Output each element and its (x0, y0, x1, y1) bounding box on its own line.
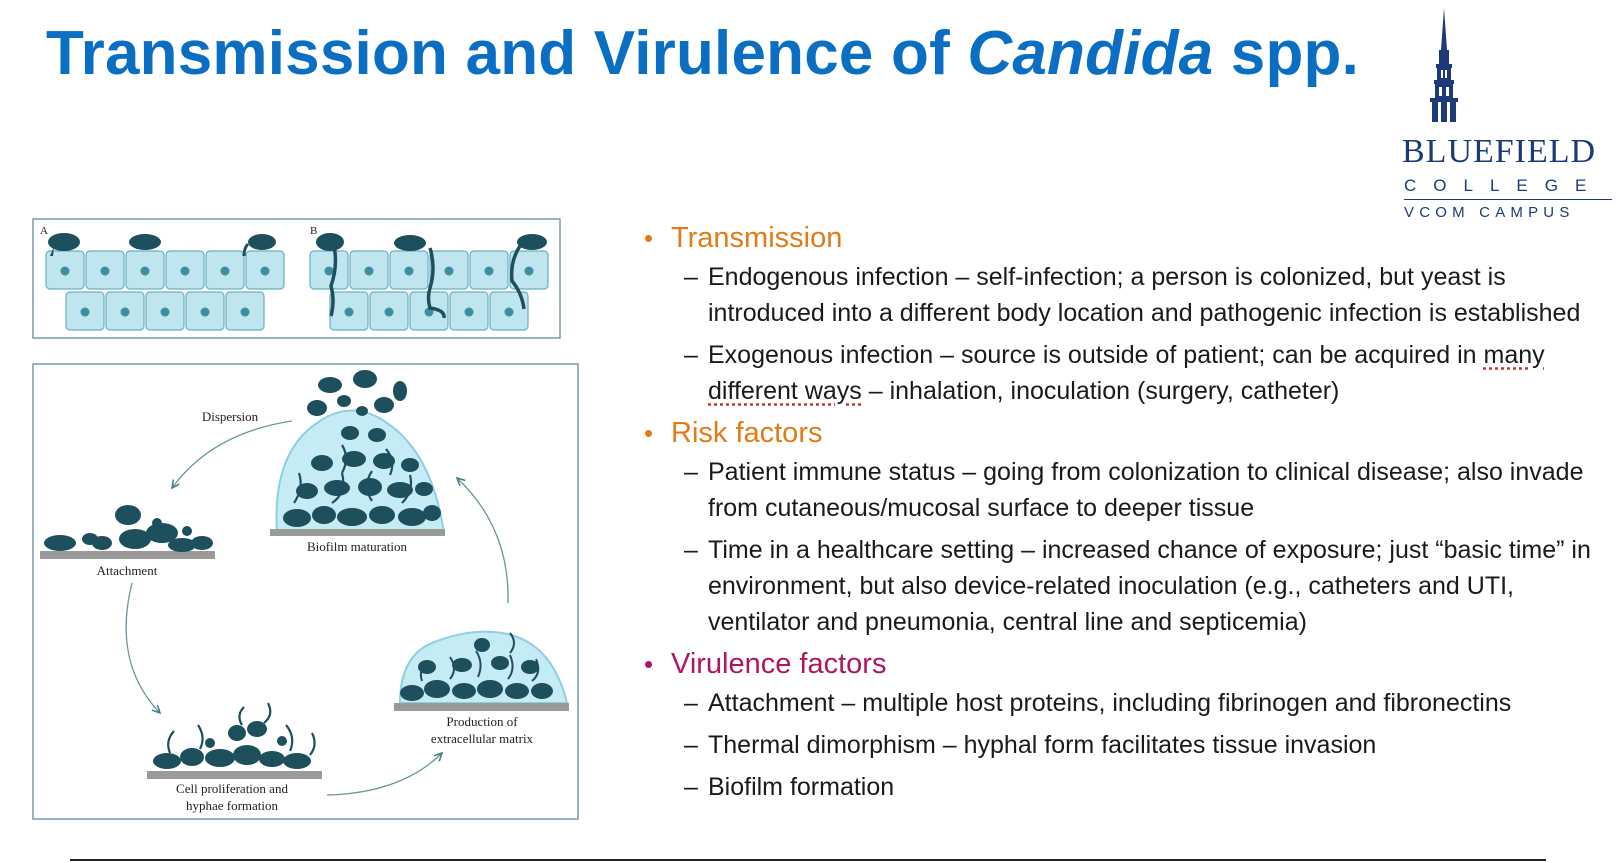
sub-bullet: –Exogenous infection – source is outside… (684, 341, 1545, 405)
cell-layer-a (45, 250, 285, 331)
cell-nucleus (364, 266, 374, 276)
cell-nucleus (524, 266, 534, 276)
matured-biofilm-cells (283, 370, 441, 527)
proliferation-cells (153, 721, 311, 769)
cell-nucleus (384, 307, 394, 317)
cell-nucleus (200, 307, 210, 317)
bullet-label: Risk factors (671, 417, 823, 449)
sub-bullet: –Endogenous infection – self-infection; … (684, 263, 1581, 327)
sub-bullet-text: – inhalation, inoculation (surgery, cath… (861, 377, 1340, 405)
cell-nucleus (60, 266, 70, 276)
bullet-label: Virulence factors (671, 648, 887, 680)
bluefield-steeple-logo-icon (1430, 8, 1458, 122)
sub-bullet-text: Exogenous infection – source is outside … (708, 341, 1484, 369)
cell-nucleus (344, 307, 354, 317)
bullet-dot-icon: • (644, 418, 654, 448)
cell-nucleus (464, 307, 474, 317)
cell-nucleus (140, 266, 150, 276)
epithelial-cells-illustration-icon: A B (32, 218, 561, 339)
title-suffix: spp. (1213, 19, 1360, 88)
bullet-dot-icon: • (644, 649, 654, 679)
sub-bullet: –Thermal dimorphism – hyphal form facili… (684, 731, 1377, 759)
bullet-risk-factors: • Risk factors (644, 415, 1614, 451)
sub-bullet-text: Time in a healthcare setting – increased… (708, 536, 1591, 636)
panel-a-label: A (40, 225, 48, 237)
title-text: Transmission and Virulence of (46, 19, 968, 88)
bullet-dot-icon: • (644, 223, 654, 253)
bullet-transmission: • Transmission (644, 220, 1614, 256)
attachment-cells (44, 505, 213, 552)
yeast-cells-top (48, 233, 547, 257)
cell-nucleus (160, 307, 170, 317)
sub-bullet-text: Attachment – multiple host proteins, inc… (708, 689, 1512, 717)
slide-title: Transmission and Virulence of Candida sp… (46, 18, 1359, 89)
label-matrix-1: Production of (446, 714, 518, 729)
cell-nucleus (80, 307, 90, 317)
cycle-arrows (125, 420, 509, 796)
label-proliferation-2: hyphae formation (186, 798, 279, 813)
matrix-cells (400, 638, 553, 701)
cell-nucleus (404, 266, 414, 276)
bottom-divider (70, 859, 1546, 861)
sub-bullet: –Patient immune status – going from colo… (684, 458, 1584, 522)
cell-nucleus (484, 266, 494, 276)
cell-layer-b (309, 250, 549, 331)
sub-bullet-text: Biofilm formation (708, 773, 895, 801)
logo-college-name: BLUEFIELD (1402, 133, 1597, 170)
title-italic-genus: Candida (967, 19, 1214, 88)
cell-nucleus (120, 307, 130, 317)
logo-campus: VCOM CAMPUS (1404, 204, 1575, 221)
sub-bullet: –Biofilm formation (684, 773, 895, 801)
label-proliferation-1: Cell proliferation and (176, 781, 288, 796)
sub-bullet: –Attachment – multiple host proteins, in… (684, 689, 1512, 717)
label-dispersion: Dispersion (202, 409, 259, 424)
panel-b-label: B (310, 225, 317, 237)
biofilm-cycle-illustration-icon: Biofilm maturation Dispersion Attachment… (32, 363, 579, 820)
cell-nucleus (444, 266, 454, 276)
cell-nucleus (220, 266, 230, 276)
bullet-virulence-factors: • Virulence factors (644, 646, 1614, 682)
hyphae-invasion (329, 245, 526, 319)
cell-nucleus (324, 266, 334, 276)
bullet-label: Transmission (671, 222, 843, 254)
bullet-list: • Transmission –Endogenous infection – se… (644, 214, 1614, 811)
label-maturation: Biofilm maturation (307, 539, 408, 554)
logo-college-word: COLLEGE (1404, 176, 1604, 195)
sub-bullet: –Time in a healthcare setting – increase… (684, 536, 1591, 636)
cell-nucleus (504, 307, 514, 317)
label-attachment: Attachment (97, 563, 158, 578)
spellcheck-marked-text[interactable]: many different ways (708, 341, 1545, 405)
sub-bullet-text: Patient immune status – going from colon… (708, 458, 1584, 522)
cell-nucleus (180, 266, 190, 276)
label-matrix-2: extracellular matrix (431, 731, 534, 746)
cell-nucleus (240, 307, 250, 317)
logo-divider (1404, 199, 1612, 200)
cell-nucleus (100, 266, 110, 276)
sub-bullet-text: Thermal dimorphism – hyphal form facilit… (708, 731, 1377, 759)
cell-nucleus (260, 266, 270, 276)
sub-bullet-text: Endogenous infection – self-infection; a… (708, 263, 1581, 327)
